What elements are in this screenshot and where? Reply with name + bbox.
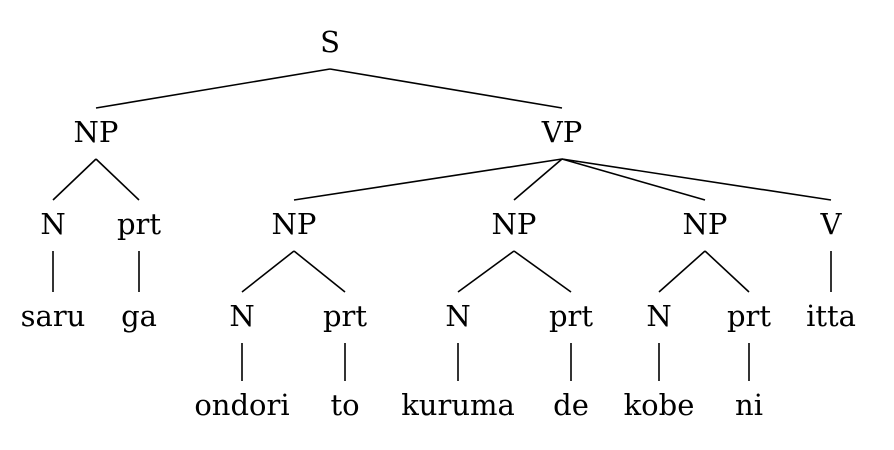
tree-edge <box>457 250 515 293</box>
tree-edge <box>95 68 331 109</box>
tree-node-kuruma: kuruma <box>401 388 515 422</box>
tree-node-np: NP <box>74 115 119 149</box>
tree-edge <box>513 158 563 201</box>
tree-edge <box>293 250 346 293</box>
tree-edge <box>561 158 706 201</box>
tree-node-prt: prt <box>323 299 367 333</box>
tree-node-prt: prt <box>727 299 771 333</box>
tree-edge <box>704 250 750 293</box>
tree-node-saru: saru <box>21 299 86 333</box>
tree-node-ni: ni <box>735 388 763 422</box>
tree-node-np: NP <box>272 207 317 241</box>
tree-node-kobe: kobe <box>624 388 695 422</box>
tree-node-de: de <box>553 388 589 422</box>
tree-node-np: NP <box>492 207 537 241</box>
tree-node-prt: prt <box>117 207 161 241</box>
tree-edge <box>513 250 572 293</box>
tree-node-ondori: ondori <box>194 388 289 422</box>
tree-edge <box>241 250 295 293</box>
tree-node-n: N <box>229 299 254 333</box>
tree-node-to: to <box>330 388 359 422</box>
tree-node-s: S <box>320 25 340 59</box>
tree-edge <box>95 158 140 201</box>
tree-edge <box>329 68 563 109</box>
tree-node-ga: ga <box>121 299 157 333</box>
tree-edge <box>658 250 706 293</box>
tree-node-vp: VP <box>541 115 582 149</box>
tree-node-np: NP <box>683 207 728 241</box>
tree-edges <box>52 68 832 381</box>
tree-edge <box>52 158 97 201</box>
tree-node-n: N <box>445 299 470 333</box>
tree-node-prt: prt <box>549 299 593 333</box>
tree-edge <box>293 158 563 201</box>
tree-node-itta: itta <box>806 299 856 333</box>
tree-node-v: V <box>820 207 843 241</box>
tree-edge <box>561 158 832 201</box>
tree-node-n: N <box>40 207 65 241</box>
tree-node-n: N <box>646 299 671 333</box>
